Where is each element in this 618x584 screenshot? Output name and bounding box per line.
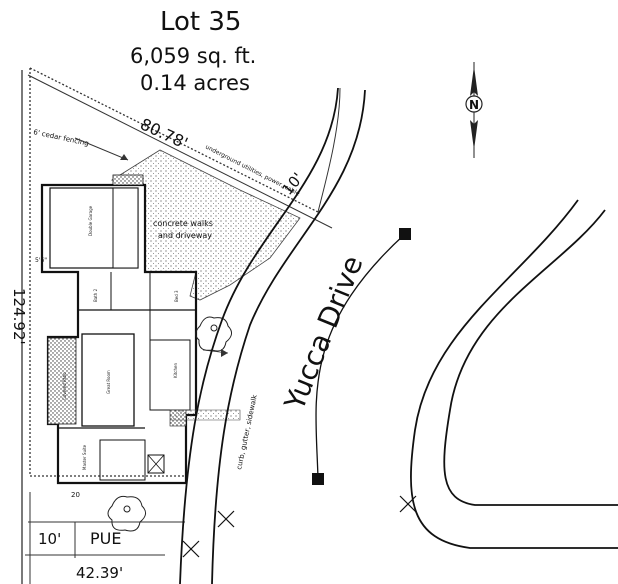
utility-line xyxy=(27,74,333,229)
room-patio: Covered Patio xyxy=(62,372,67,400)
walks-label: concrete walks xyxy=(153,219,213,228)
street-curbs xyxy=(179,87,618,584)
dim-top-line: 80.78' xyxy=(137,114,191,152)
dim-front-setback: 10' xyxy=(38,530,61,548)
centerline-marker xyxy=(312,473,324,485)
lot-area-sqft: 6,059 sq. ft. xyxy=(130,44,256,68)
lot-area-acres: 0.14 acres xyxy=(140,71,250,95)
street-centerline xyxy=(315,233,406,480)
house-footprint xyxy=(40,174,198,485)
curb-label: curb, gutter, sidewalk xyxy=(235,393,259,470)
room-master: Master Suite xyxy=(82,444,87,470)
room-bed3: Bed 3 xyxy=(174,290,179,302)
covered-patio xyxy=(47,337,77,425)
room-great: Great Room xyxy=(106,370,111,394)
fencing-arrow-icon xyxy=(120,154,128,160)
driveway-label: and driveway xyxy=(158,231,212,240)
side-walkway xyxy=(170,409,241,421)
fencing-label: 6' cedar fencing xyxy=(33,128,90,148)
north-arrow-icon: N xyxy=(465,62,483,158)
room-bath2: Bath 2 xyxy=(93,288,98,302)
dim-bottom-line: 42.39' xyxy=(76,564,123,582)
dim-small: 20 xyxy=(71,491,80,499)
north-label: N xyxy=(469,98,479,112)
room-garage: Double Garage xyxy=(88,205,93,236)
pue-label: PUE xyxy=(90,529,121,548)
room-kitchen: Kitchen xyxy=(173,363,178,378)
centerline-marker xyxy=(399,228,411,240)
dim-left-side: 124.92' xyxy=(10,288,28,345)
survey-marker-icon xyxy=(182,495,417,558)
street-name: Yucca Drive xyxy=(278,251,370,416)
lot-title: Lot 35 xyxy=(160,7,241,37)
walk-arrow-icon xyxy=(221,349,228,357)
property-boundary xyxy=(29,67,319,477)
tree-icon xyxy=(107,316,232,532)
